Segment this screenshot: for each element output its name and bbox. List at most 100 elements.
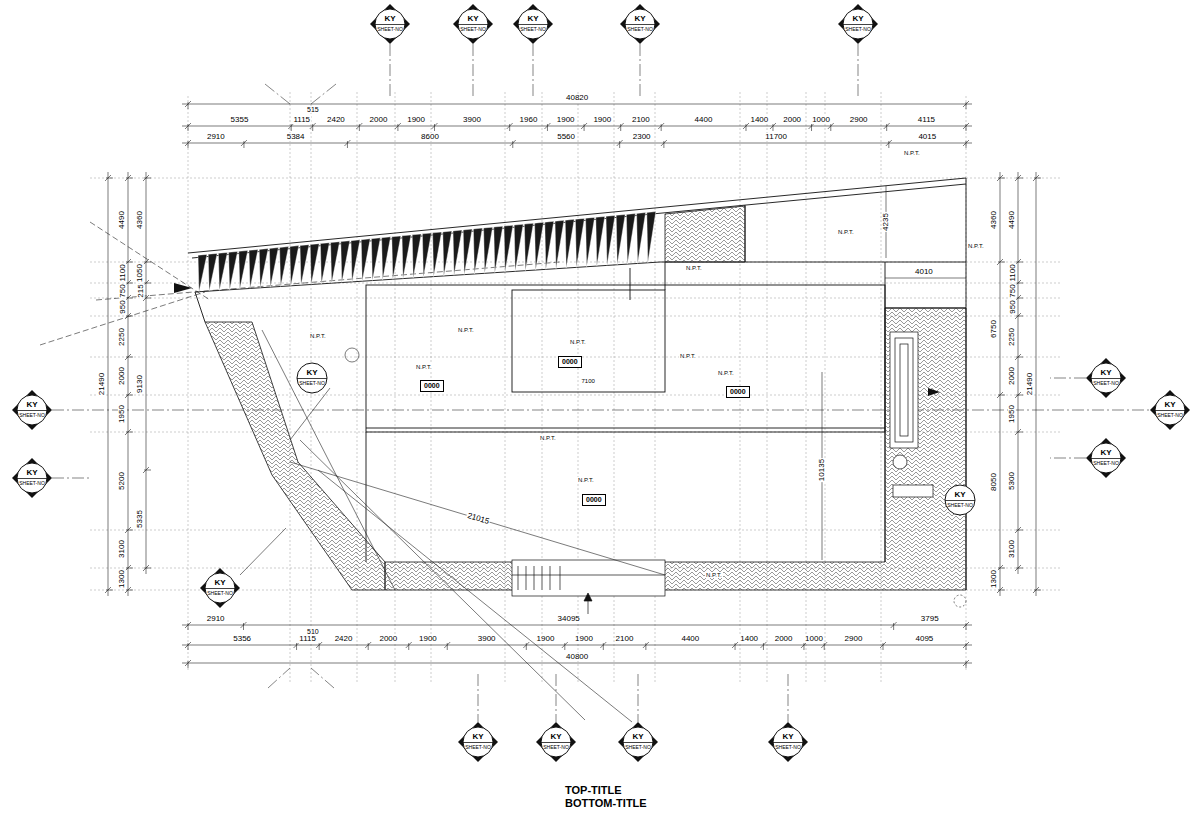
dimension-text: 1400 <box>739 635 759 643</box>
sheet-label: SHEET-NO <box>845 26 871 32</box>
sheet-label: SHEET-NO <box>625 744 651 750</box>
dimension-text: 1950 <box>1008 404 1016 424</box>
marker-label: KY <box>214 578 225 587</box>
marker-label: KY <box>26 400 37 409</box>
sheet-label: SHEET-NO <box>1093 380 1119 386</box>
sheet-label: SHEET-NO <box>207 590 233 596</box>
dimension-text: 2250 <box>1008 327 1016 347</box>
dimension-text: 2910 <box>206 133 226 141</box>
dimension-text: 40800 <box>565 653 589 661</box>
louver-fin <box>535 222 544 270</box>
section-marker: KYSHEET-NO <box>458 722 498 762</box>
dimension-lines <box>105 101 1041 668</box>
marker-symbol <box>453 4 493 44</box>
section-marker: KYSHEET-NO <box>1150 390 1190 430</box>
marker-symbol <box>12 390 52 430</box>
sheet-label: SHEET-NO <box>19 480 45 486</box>
marker-symbol <box>940 480 980 520</box>
section-marker: KYSHEET-NO <box>1086 358 1126 398</box>
louver-fin <box>198 254 207 291</box>
section-marker: KY SHEET-NO <box>200 568 240 608</box>
louver-fin <box>402 235 411 279</box>
louver-fin <box>545 221 554 269</box>
dimension-text: 2000 <box>369 116 389 124</box>
room-number: 0000 <box>586 496 602 504</box>
dimension-text: 4400 <box>680 635 700 643</box>
marker-label: KY <box>782 732 793 741</box>
marker-symbol <box>838 4 878 44</box>
dimension-text: 3100 <box>1008 539 1016 559</box>
marker-label: KY <box>527 14 538 23</box>
dimension-text: 4095 <box>915 635 935 643</box>
level-note: N.P.T. <box>717 370 735 376</box>
dimension-text: 1000 <box>811 116 831 124</box>
dimension-text: 2420 <box>334 635 354 643</box>
louver-fin <box>637 213 646 264</box>
louver-fin <box>422 233 431 277</box>
louver-fin <box>280 247 289 287</box>
dimension-text: 1900 <box>556 116 576 124</box>
louver-fin <box>412 234 421 278</box>
dimension-text: 4400 <box>694 116 714 124</box>
dimension-text: 1400 <box>749 116 769 124</box>
dimension-text: 2000 <box>774 635 794 643</box>
louver-fin <box>647 212 656 263</box>
marker-symbol <box>1086 358 1126 398</box>
louver-fin <box>218 252 227 290</box>
dimension-text: 5355 <box>230 116 250 124</box>
louver-fin <box>616 214 625 264</box>
louver-fin <box>341 241 350 283</box>
dimension-text: 5200 <box>118 471 126 491</box>
dimension-text: 11700 <box>764 133 788 141</box>
dimension-text: 950 <box>1008 299 1016 314</box>
level-note: N.P.T. <box>903 150 921 156</box>
dimension-text: 7100 <box>581 378 596 384</box>
section-marker: KYSHEET-NO <box>292 358 332 398</box>
marker-symbol <box>513 4 553 44</box>
dimension-text: 3795 <box>920 615 940 623</box>
section-marker: KYSHEET-NO <box>940 480 980 520</box>
dimension-text: 21015 <box>465 512 491 527</box>
dimension-text: 1960 <box>519 116 539 124</box>
dimension-text: 1115 <box>298 635 317 643</box>
dimension-text: 515 <box>306 106 320 113</box>
section-marker: KYSHEET-NO <box>618 722 658 762</box>
dimension-text: 21490 <box>1026 372 1034 396</box>
dimension-text: 5335 <box>136 509 144 529</box>
marker-label: KY <box>467 14 478 23</box>
sheet-label: SHEET-NO <box>1093 460 1119 466</box>
dimension-text: 1950 <box>118 404 126 424</box>
dimension-text: 9130 <box>136 374 144 394</box>
marker-label: KY <box>1100 448 1111 457</box>
dimension-text: 215 <box>136 283 144 298</box>
louver-fin <box>269 248 278 288</box>
dimension-text: 8600 <box>420 133 440 141</box>
sheet-label: SHEET-NO <box>520 26 546 32</box>
sheet-label: SHEET-NO <box>460 26 486 32</box>
level-note: N.P.T. <box>569 339 587 345</box>
dimension-text: 1900 <box>592 116 612 124</box>
sheet-label: SHEET-NO <box>19 412 45 418</box>
louver-fin <box>361 239 370 281</box>
grid-lines <box>90 92 1060 682</box>
hatched-wall <box>385 308 966 590</box>
level-note: N.P.T. <box>539 435 557 441</box>
dimension-text: 1050 <box>136 263 144 283</box>
level-note: N.P.T. <box>415 364 433 370</box>
level-note: N.P.T. <box>837 229 855 235</box>
dimension-text: 2250 <box>118 327 126 347</box>
marker-symbol <box>12 458 52 498</box>
louver-fin <box>229 251 238 289</box>
dimension-text: 4490 <box>118 210 126 230</box>
dimension-text: 2000 <box>1008 366 1016 386</box>
dimension-text: 4115 <box>917 116 936 124</box>
room-tag: 0000 <box>420 380 444 392</box>
dimension-text: 3900 <box>477 635 497 643</box>
louver-fin <box>249 250 258 289</box>
dimension-text: 2000 <box>782 116 802 124</box>
marker-label: KY <box>472 732 483 741</box>
section-lines <box>52 44 1150 722</box>
marker-label: KY <box>634 14 645 23</box>
dimension-text: 10135 <box>818 458 826 482</box>
louver-fin <box>473 228 482 274</box>
